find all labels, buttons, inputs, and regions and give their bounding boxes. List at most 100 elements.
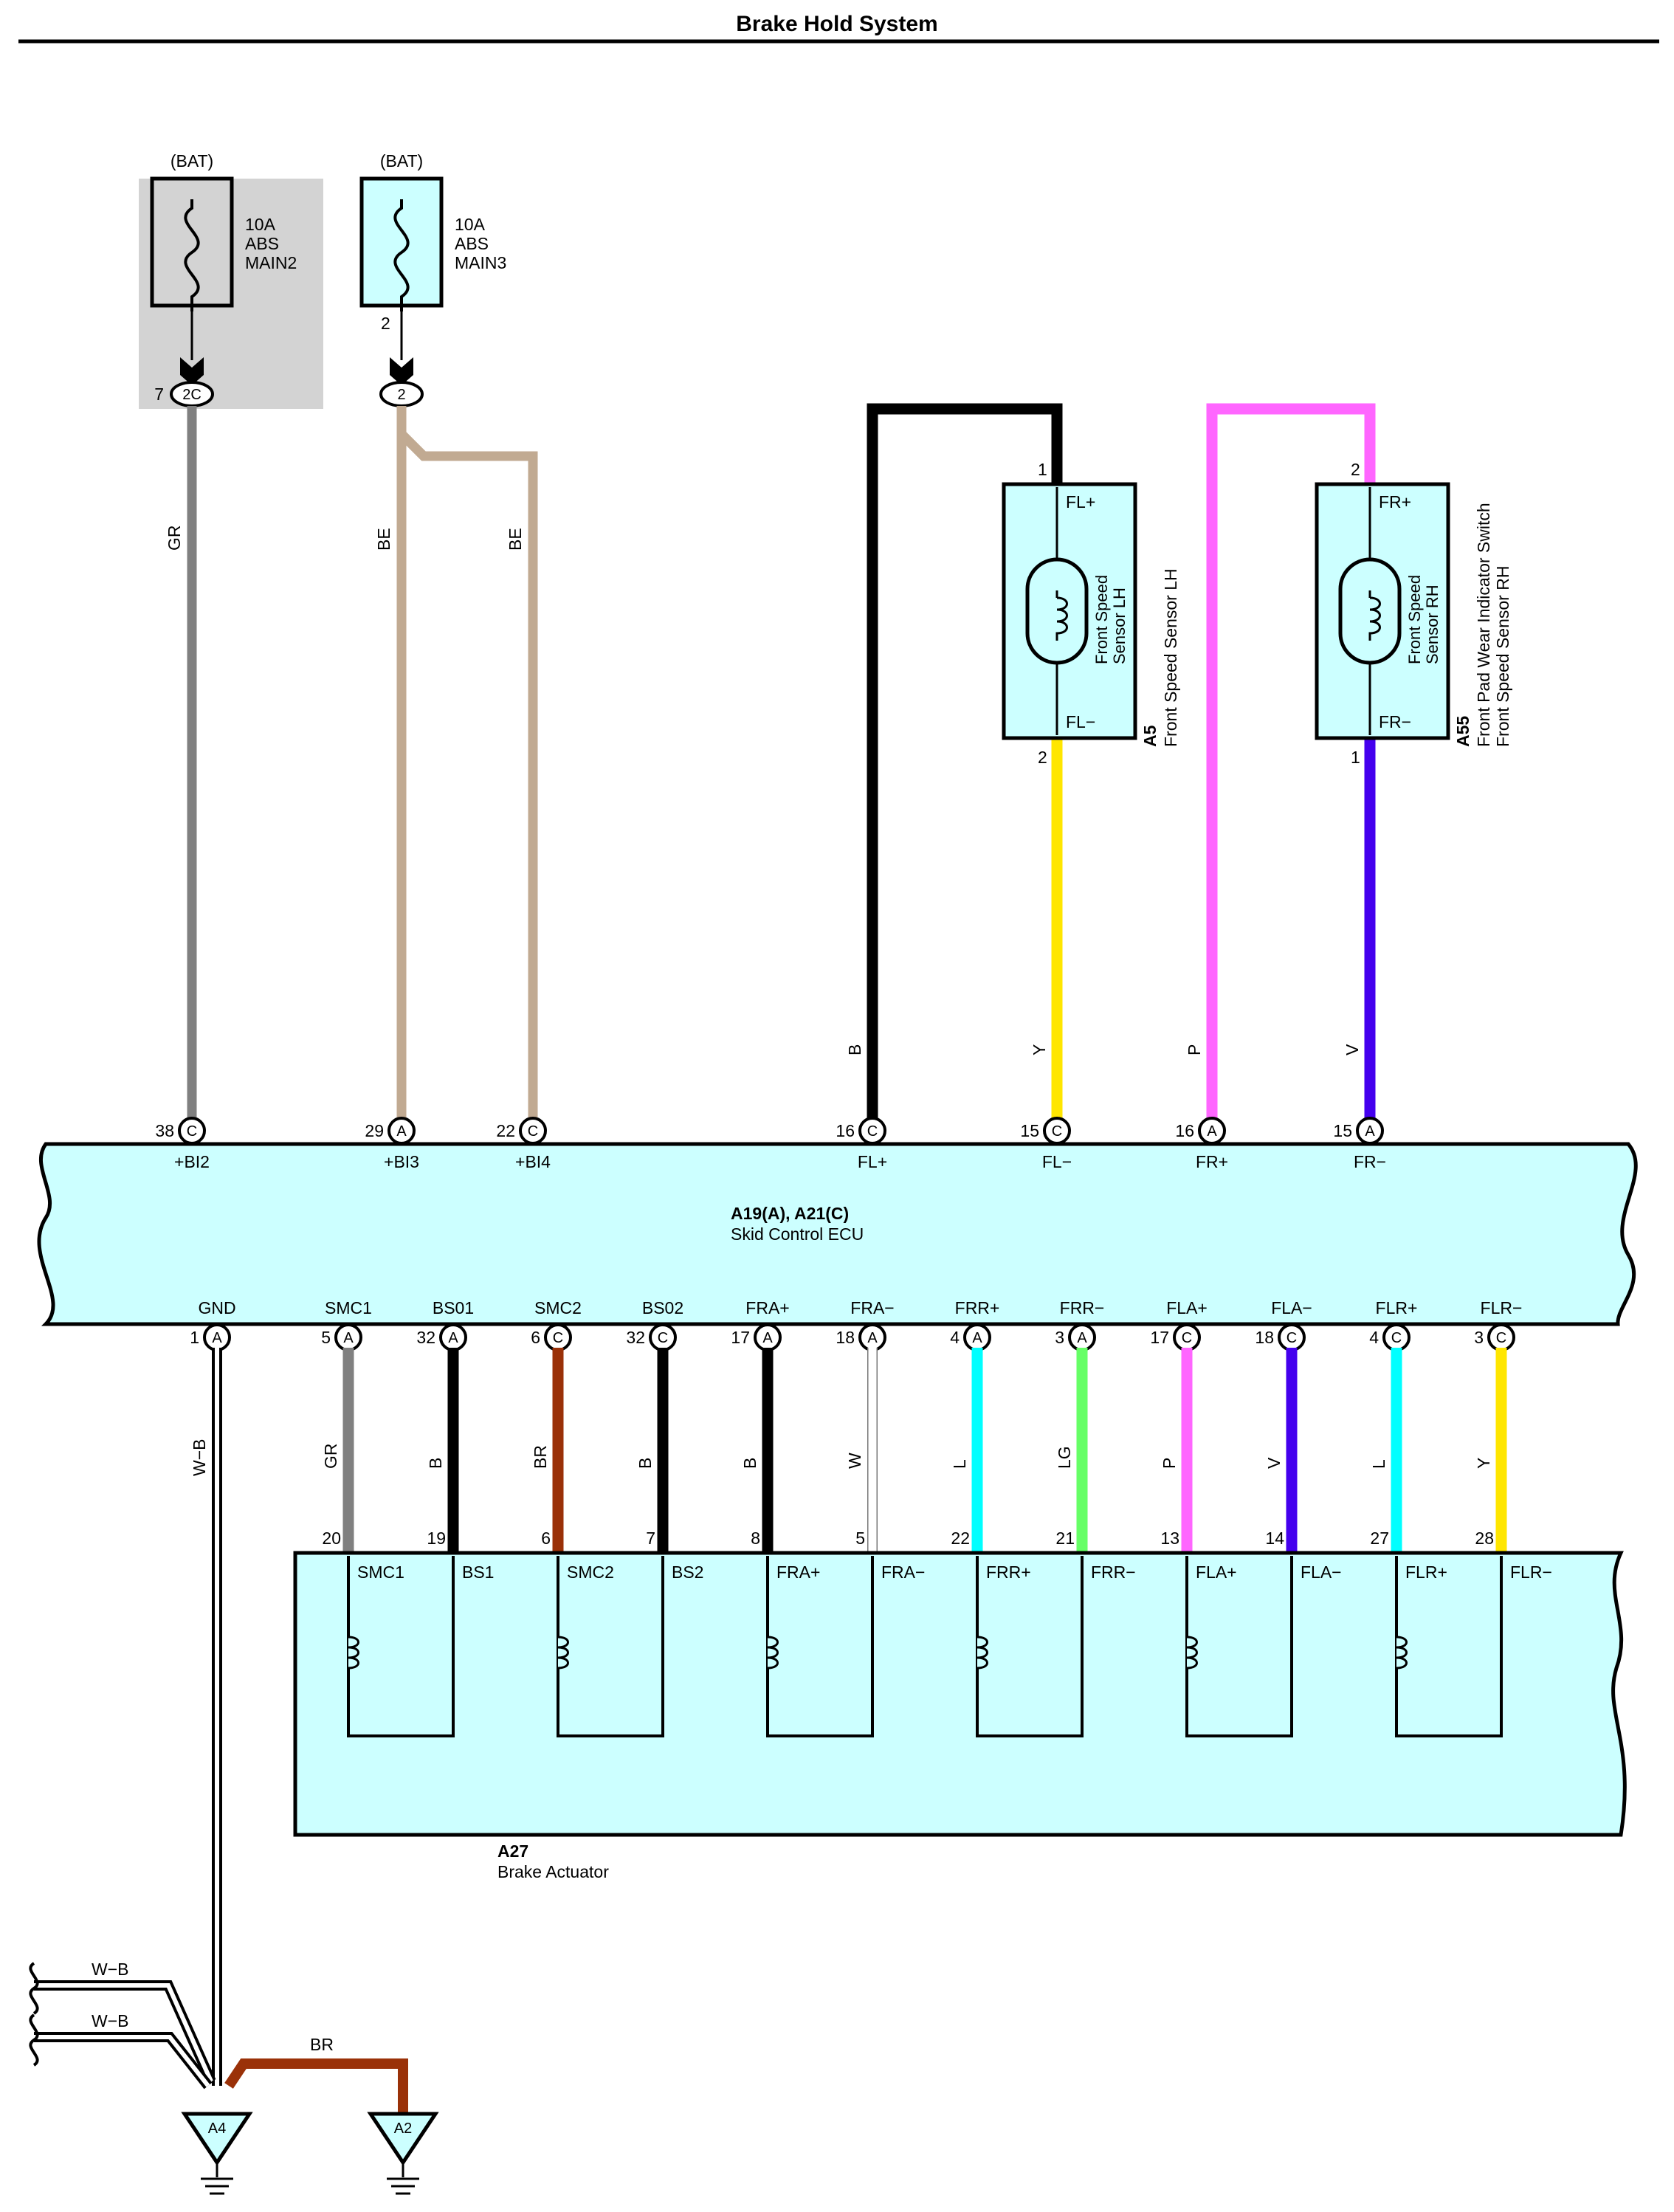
- terminal-pin: 5: [321, 1328, 331, 1347]
- actuator-terminal-label: BS2: [672, 1562, 703, 1582]
- terminal-label: FRA−: [850, 1298, 894, 1317]
- skid-control-ecu: A19(A), A21(C) Skid Control ECU C38+BI2A…: [37, 1117, 1638, 1351]
- wire-color-label: V: [1343, 1044, 1362, 1055]
- actuator-terminal-label: FRA−: [881, 1562, 925, 1582]
- terminal-connector-letter: A: [1365, 1123, 1375, 1140]
- wire-color-label: L: [1369, 1459, 1388, 1469]
- wire-br-ground: [224, 2058, 408, 2115]
- terminal-pin: 22: [496, 1121, 515, 1140]
- connector-id: 2C: [182, 387, 202, 403]
- actuator-terminal-label: FRR+: [986, 1562, 1031, 1582]
- wire-color-label: B: [636, 1458, 655, 1469]
- actuator-pin: 5: [855, 1529, 865, 1548]
- terminal-connector-letter: C: [1286, 1330, 1297, 1346]
- ground-triangle: [367, 2112, 439, 2166]
- actuator-pin: 21: [1055, 1529, 1075, 1548]
- terminal-pin: 4: [950, 1328, 960, 1347]
- actuator-pin: 6: [541, 1529, 551, 1548]
- terminal-label: BS01: [433, 1298, 474, 1317]
- wire-color-label: W: [845, 1453, 864, 1469]
- terminal-connector-letter: C: [1182, 1330, 1192, 1346]
- sensor-description: Front Speed Sensor LH: [1161, 568, 1180, 747]
- sensor-a55: 2 FR+ FR− 1 Front Speed Sensor RH A55 Fr…: [1315, 460, 1512, 767]
- terminal-connector-circle: [178, 1117, 206, 1145]
- ground-triangle: [181, 2112, 253, 2166]
- terminal-pin: 16: [1175, 1121, 1194, 1140]
- terminal-pin: 32: [416, 1328, 435, 1347]
- terminal-pin: 29: [365, 1121, 384, 1140]
- wire-color-label: B: [740, 1458, 760, 1469]
- wire-color-label: B: [845, 1044, 864, 1055]
- sensor-coil-capsule-icon: [1025, 557, 1089, 665]
- wire-color-label: P: [1160, 1458, 1179, 1469]
- wire-color-label: BE: [374, 528, 393, 551]
- wire-p-fr-plus: [1206, 403, 1376, 1122]
- wire-color-label: BR: [310, 2035, 334, 2054]
- actuator-name: Brake Actuator: [497, 1862, 609, 1881]
- terminal-connector-letter: C: [867, 1123, 878, 1140]
- fuse-name-line2: MAIN3: [455, 253, 506, 272]
- terminal-pin: 16: [836, 1121, 855, 1140]
- sensor-plus-label: FR+: [1379, 492, 1411, 511]
- sensor-plus-label: FL+: [1066, 492, 1095, 511]
- terminal-label: FRR−: [1060, 1298, 1105, 1317]
- actuator-terminal-label: BS1: [462, 1562, 494, 1582]
- terminal-label: FR−: [1354, 1152, 1386, 1171]
- solenoid-coil-icon: [1186, 1636, 1198, 1670]
- terminal-connector-letter: A: [343, 1330, 354, 1346]
- brake-actuator: 20SMC119BS16SMC27BS28FRA+5FRA−22FRR+21FR…: [293, 1529, 1627, 1881]
- actuator-pin: 27: [1370, 1529, 1389, 1548]
- terminal-label: SMC1: [325, 1298, 372, 1317]
- wire-color-label: P: [1185, 1044, 1204, 1055]
- sensor-id: A55: [1453, 716, 1472, 747]
- terminal-connector-circle: [1356, 1117, 1384, 1145]
- terminal-label: FL+: [858, 1152, 887, 1171]
- terminal-connector-circle: [1198, 1117, 1226, 1145]
- connector-pin: 7: [154, 385, 164, 404]
- incoming-wb-2: [34, 2032, 213, 2089]
- wire-color-label: LG: [1055, 1446, 1074, 1469]
- terminal-connector-letter: C: [1391, 1330, 1402, 1346]
- actuator-terminal-label: FRR−: [1091, 1562, 1136, 1582]
- actuator-terminal-label: FLA−: [1301, 1562, 1342, 1582]
- terminal-label: FLA−: [1271, 1298, 1312, 1317]
- terminal-connector-letter: A: [396, 1123, 407, 1140]
- wire-color-label: L: [950, 1459, 969, 1469]
- actuator-terminal-label: SMC1: [357, 1562, 404, 1582]
- fuse-abs-main3: (BAT) 10A ABS MAIN3 2 2: [359, 151, 506, 407]
- upper-wires: GR BE BE B Y P V: [165, 403, 1376, 1122]
- actuator-pin: 14: [1265, 1529, 1284, 1548]
- sensor-minus-pin: 2: [1038, 748, 1047, 767]
- terminal-connector-letter: A: [867, 1330, 878, 1346]
- terminal-pin: 3: [1474, 1328, 1484, 1347]
- terminal-connector-letter: C: [187, 1123, 197, 1140]
- fuse-source-label: (BAT): [380, 151, 423, 170]
- actuator-terminal-label: FLR−: [1510, 1562, 1552, 1582]
- actuator-pin: 13: [1160, 1529, 1179, 1548]
- sensor-inner-name-1: Front Speed: [1405, 575, 1424, 664]
- terminal-label: +BI4: [515, 1152, 551, 1171]
- page-title: Brake Hold System: [736, 12, 937, 36]
- actuator-body: [293, 1551, 1627, 1837]
- actuator-pin: 20: [322, 1529, 341, 1548]
- wire-color-label: BR: [531, 1445, 550, 1469]
- terminal-pin: 15: [1333, 1121, 1352, 1140]
- wire-color-label: Y: [1474, 1458, 1493, 1469]
- sensor-description-2: Front Speed Sensor RH: [1493, 566, 1512, 747]
- wire-color-label: BE: [506, 528, 525, 551]
- connector-arrow-icon: [390, 357, 413, 385]
- fuse-rating: 10A: [455, 215, 486, 234]
- terminal-connector-letter: A: [1077, 1330, 1087, 1346]
- wire-color-label: W−B: [92, 2011, 128, 2030]
- terminal-connector-letter: A: [972, 1330, 982, 1346]
- wire-b-fl-plus: [867, 403, 1063, 1122]
- fuse-abs-main2: (BAT) 10A ABS MAIN2 2C 7: [150, 151, 297, 407]
- wire-color-label: Y: [1030, 1044, 1049, 1055]
- terminal-pin: 17: [731, 1328, 750, 1347]
- terminal-pin: 4: [1369, 1328, 1379, 1347]
- wire-break-icon: [29, 1962, 39, 2015]
- solenoid-coil-icon: [976, 1636, 988, 1670]
- terminal-pin: 6: [531, 1328, 540, 1347]
- solenoid-coil-icon: [557, 1636, 569, 1670]
